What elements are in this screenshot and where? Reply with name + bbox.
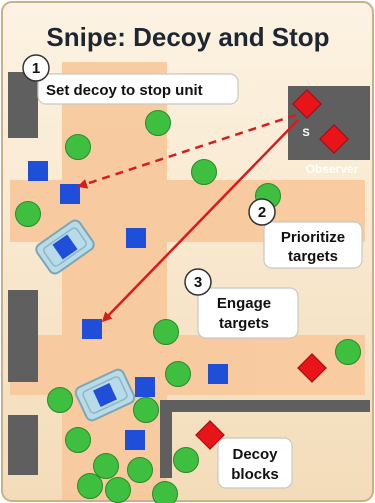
enemy-infantry xyxy=(28,161,228,450)
step-1-box xyxy=(37,73,239,105)
tree-icon xyxy=(65,134,91,160)
infantry-icon xyxy=(82,319,102,339)
infantry-icon xyxy=(125,430,145,450)
tree-icon xyxy=(153,319,179,345)
infantry-icon xyxy=(60,184,80,204)
decoy-line-2: blocks xyxy=(231,466,279,483)
tree-icon xyxy=(15,201,41,227)
tree-icon xyxy=(133,397,159,423)
infantry-icon xyxy=(135,377,155,397)
building-lower-right xyxy=(160,400,370,478)
step-2-line-1: Prioritize xyxy=(281,229,345,246)
building-left-top xyxy=(8,72,38,138)
tree-icon xyxy=(191,159,217,185)
arrow-icon xyxy=(101,119,299,323)
tree-icon xyxy=(105,477,131,503)
tree-icon xyxy=(65,427,91,453)
enemy-vehicles xyxy=(35,219,136,422)
trees xyxy=(15,110,361,503)
step-3-callout: 3 Engage targets xyxy=(184,268,299,339)
decoy-box xyxy=(217,437,293,489)
tree-icon xyxy=(127,457,153,483)
arrow-icon xyxy=(77,113,297,189)
arrows xyxy=(77,113,299,323)
diamond-icon xyxy=(297,353,327,383)
decoy-callout: Decoy blocks xyxy=(217,437,293,489)
step-2-number: 2 xyxy=(258,204,266,221)
tree-icon xyxy=(47,387,73,413)
sniper-label: S xyxy=(302,127,309,139)
observer-label: Observer xyxy=(306,162,359,176)
vehicle-icon xyxy=(74,368,136,422)
friendly-units xyxy=(195,89,349,450)
step-3-badge xyxy=(184,268,212,296)
vehicle-icon xyxy=(35,219,95,275)
step-1-callout: 1 Set decoy to stop unit xyxy=(22,54,239,105)
tree-icon xyxy=(335,339,361,365)
step-2-badge xyxy=(248,198,276,226)
step-1-text: Set decoy to stop unit xyxy=(46,82,203,99)
tree-icon xyxy=(173,447,199,473)
infantry-icon xyxy=(52,234,78,260)
step-1-number: 1 xyxy=(32,60,40,77)
building-left-bottom xyxy=(8,415,38,475)
step-1-badge xyxy=(22,54,50,82)
building-left-mid xyxy=(8,290,38,382)
decoy-line-1: Decoy xyxy=(232,446,278,463)
tree-icon xyxy=(165,361,191,387)
tree-icon xyxy=(145,110,171,136)
infantry-icon xyxy=(126,228,146,248)
infantry-icon xyxy=(93,383,117,407)
tree-icon xyxy=(93,453,119,479)
infantry-icon xyxy=(208,364,228,384)
step-3-line-1: Engage xyxy=(217,295,271,312)
diamond-icon xyxy=(292,89,322,119)
page-title: Snipe: Decoy and Stop xyxy=(46,22,329,52)
tree-icon xyxy=(152,481,178,503)
step-2-callout: 2 Prioritize targets xyxy=(248,198,363,269)
infantry-icon xyxy=(28,161,48,181)
step-2-box xyxy=(263,221,363,269)
step-3-line-2: targets xyxy=(219,315,269,332)
step-3-box xyxy=(197,287,299,339)
step-2-line-2: targets xyxy=(288,248,338,265)
diamond-icon xyxy=(195,420,225,450)
tree-icon xyxy=(77,473,103,499)
step-3-number: 3 xyxy=(194,274,202,291)
diamond-icon xyxy=(319,124,349,154)
